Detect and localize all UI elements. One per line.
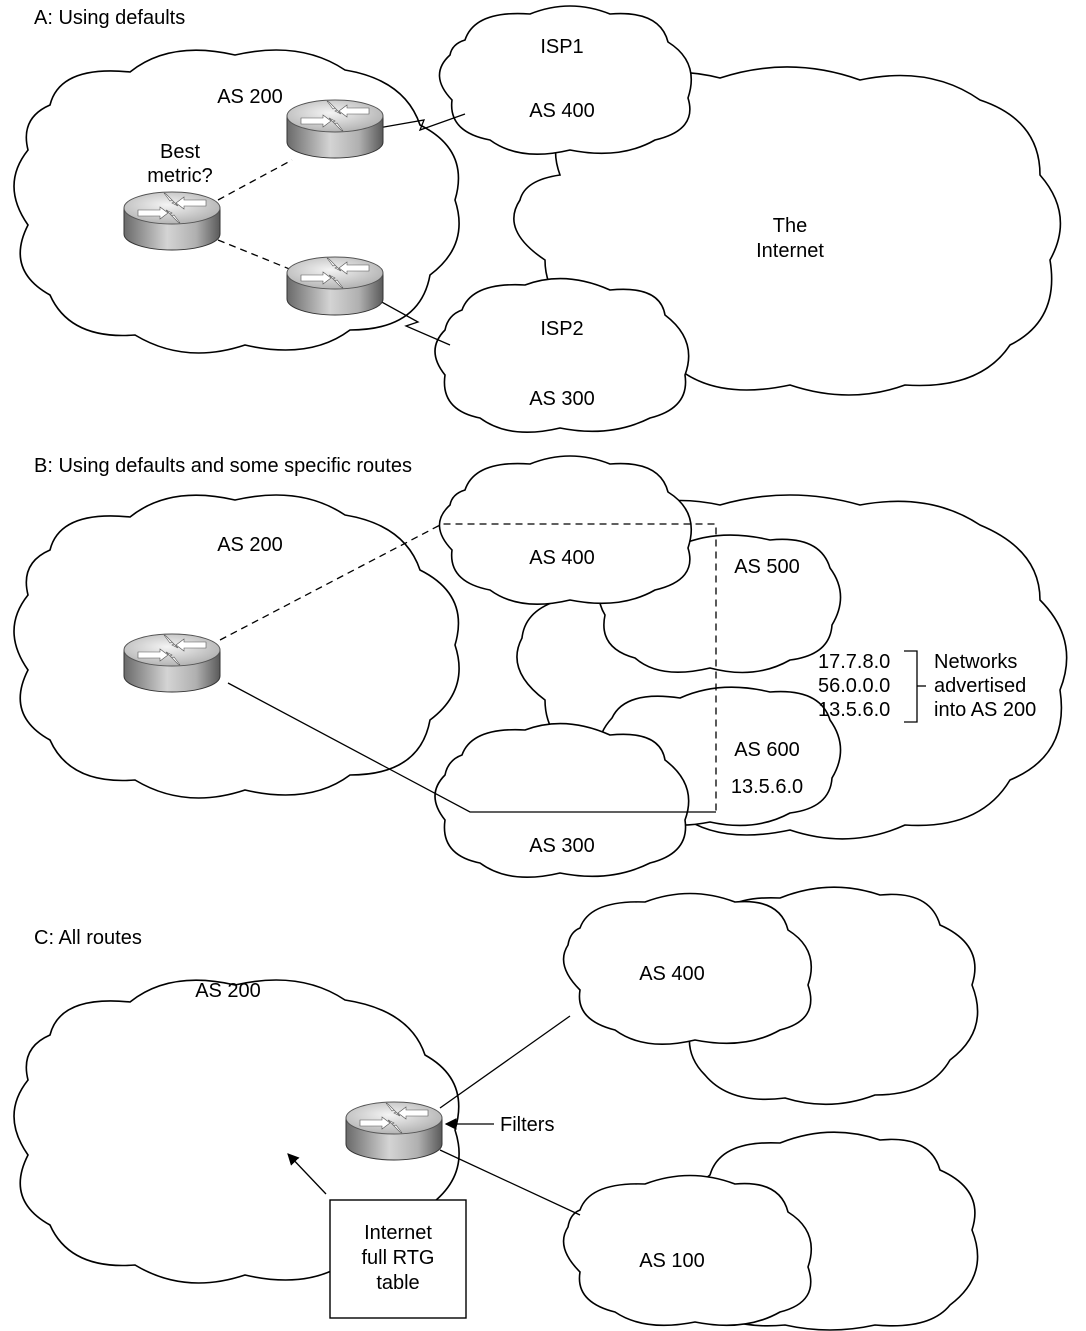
rtg-table-line1: Internet — [364, 1222, 432, 1244]
serial-link-isp2 — [377, 299, 451, 346]
best-metric-label-line2: metric? — [147, 165, 213, 187]
as200-cloud-b — [13, 494, 460, 799]
as100-cloud-c — [562, 1174, 812, 1327]
router-isp2-edge — [286, 256, 384, 316]
as100-label-c: AS 100 — [639, 1250, 705, 1272]
isp2-cloud — [434, 277, 690, 433]
section-b-title: B: Using defaults and some specific rout… — [34, 455, 412, 477]
rtg-table-box — [329, 1199, 467, 1319]
router-internal — [123, 191, 221, 251]
as200-label-c: AS 200 — [195, 980, 261, 1002]
serial-link-isp1 — [377, 113, 466, 132]
advertised-note-line2: advertised — [934, 675, 1026, 697]
as400-label-a: AS 400 — [529, 100, 595, 122]
rtg-table-arrow — [287, 1153, 327, 1195]
as600-label: AS 600 — [734, 739, 800, 761]
as300-label-a: AS 300 — [529, 388, 595, 410]
advertised-note-line1: Networks — [934, 651, 1017, 673]
advertised-note-line3: into AS 200 — [934, 699, 1036, 721]
router-as200-c — [345, 1101, 443, 1161]
as400-cloud-b — [438, 455, 692, 605]
as200-label-b: AS 200 — [217, 534, 283, 556]
as200-label-a: AS 200 — [217, 86, 283, 108]
as400-label-b: AS 400 — [529, 547, 595, 569]
section-c-title: C: All routes — [34, 927, 142, 949]
dashed-link-top — [217, 159, 293, 201]
as300-cloud-b — [434, 722, 690, 878]
section-a-title: A: Using defaults — [34, 7, 185, 29]
as400-label-c: AS 400 — [639, 963, 705, 985]
best-metric-label-line1: Best — [160, 141, 200, 163]
as400-cloud-c — [562, 892, 812, 1045]
as600-network-label: 13.5.6.0 — [731, 776, 803, 798]
router-isp1-edge — [286, 99, 384, 159]
advertised-network-1: 17.7.8.0 — [818, 651, 890, 673]
router-as200-b — [123, 633, 221, 693]
solid-path-as300 — [227, 682, 716, 813]
internet-label-line1: The — [773, 215, 807, 237]
rtg-table-line3: table — [376, 1272, 419, 1294]
dashed-link-bottom — [217, 239, 293, 271]
link-to-as100-c — [439, 1149, 581, 1216]
advertised-network-2: 56.0.0.0 — [818, 675, 890, 697]
isp1-label: ISP1 — [540, 36, 583, 58]
filters-label: Filters — [500, 1114, 554, 1136]
as300-label-b: AS 300 — [529, 835, 595, 857]
isp2-label: ISP2 — [540, 318, 583, 340]
link-to-as400-c — [439, 1015, 571, 1109]
dashed-path-as400 — [219, 523, 717, 812]
advertised-network-3: 13.5.6.0 — [818, 699, 890, 721]
internet-label-line2: Internet — [756, 240, 824, 262]
as500-label: AS 500 — [734, 556, 800, 578]
rtg-table-line2: full RTG — [362, 1247, 435, 1269]
isp1-cloud — [438, 5, 692, 155]
